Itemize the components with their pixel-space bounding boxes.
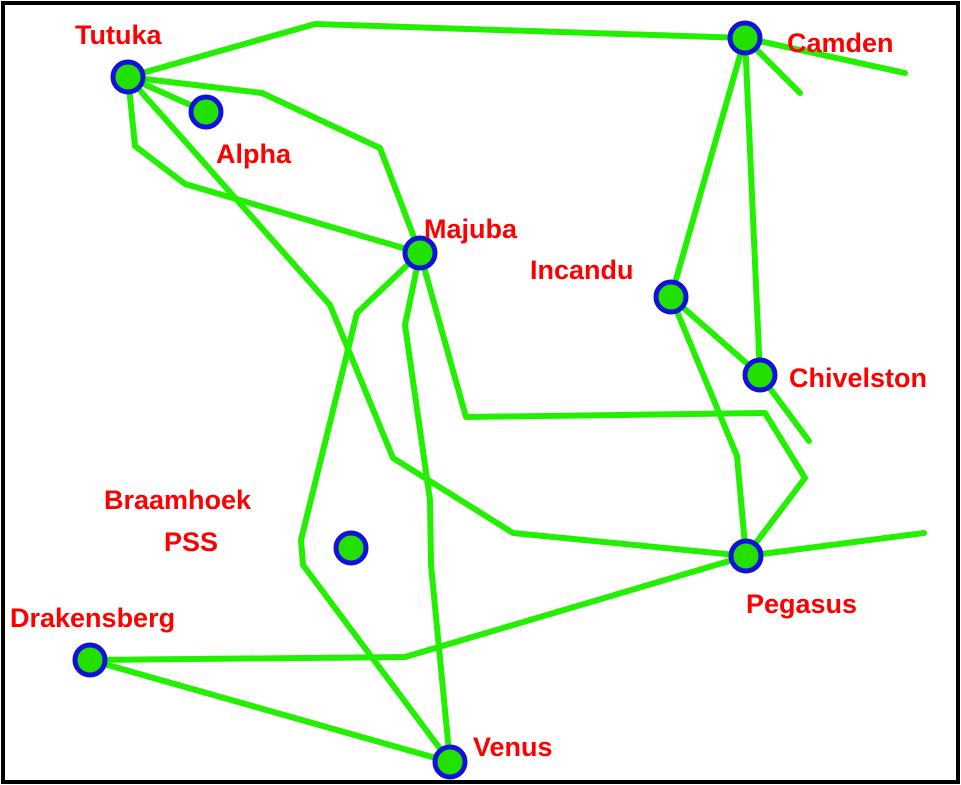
line-camden-chivelston	[742, 35, 763, 378]
node-drakensberg[interactable]	[72, 642, 108, 678]
line-majuba-venus	[402, 250, 453, 765]
line-pegasus-east	[743, 530, 927, 559]
line-camden-incandu	[668, 35, 748, 300]
label-braamhoek-pss: PSS	[164, 527, 218, 557]
node-incandu[interactable]	[653, 279, 689, 315]
line-camden-east-1	[742, 35, 908, 76]
node-tutuka[interactable]	[110, 59, 146, 95]
label-venus: Venus	[473, 732, 553, 762]
stations	[72, 20, 778, 780]
node-camden[interactable]	[727, 20, 763, 56]
node-venus[interactable]	[432, 744, 468, 780]
line-incandu-pegasus	[668, 294, 749, 559]
station-labels: Tutuka Alpha Camden Majuba Incandu Chive…	[10, 20, 927, 762]
line-drakensberg-venus	[87, 657, 453, 765]
label-braamhoek: Braamhoek	[104, 485, 252, 515]
line-majuba-pegasus	[417, 250, 808, 559]
label-chivelston: Chivelston	[789, 363, 927, 393]
label-camden: Camden	[787, 28, 894, 58]
node-braamhoek-pss[interactable]	[333, 530, 369, 566]
transmission-lines	[87, 21, 927, 765]
line-drakensberg-pegasus	[87, 553, 749, 663]
line-majuba-venus-west	[298, 250, 453, 765]
label-majuba: Majuba	[424, 214, 518, 244]
node-alpha[interactable]	[188, 94, 224, 130]
line-tutuka-camden	[125, 21, 748, 80]
line-tutuka-majuba-loop	[125, 74, 423, 256]
node-majuba[interactable]	[402, 235, 438, 271]
line-tutuka-majuba-north	[125, 74, 423, 256]
label-drakensberg: Drakensberg	[10, 603, 175, 633]
line-tutuka-pegasus	[125, 74, 749, 559]
label-tutuka: Tutuka	[75, 20, 162, 50]
label-incandu: Incandu	[530, 255, 634, 285]
label-alpha: Alpha	[216, 139, 292, 169]
node-pegasus[interactable]	[728, 538, 764, 574]
label-pegasus: Pegasus	[746, 589, 857, 619]
node-chivelston[interactable]	[742, 357, 778, 393]
